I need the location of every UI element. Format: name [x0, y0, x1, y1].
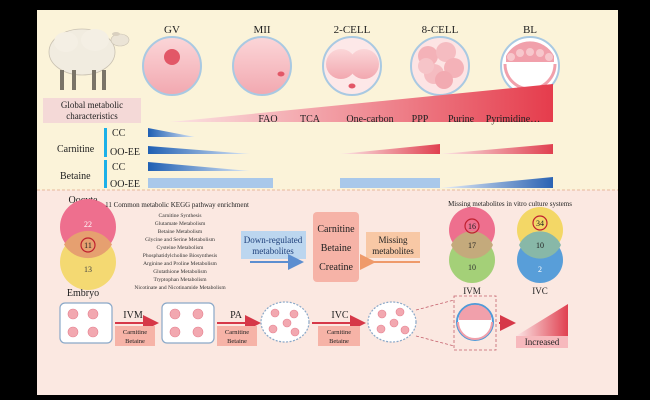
kegg-title: 11 Common metabolic KEGG pathway enrichm… — [105, 201, 249, 209]
process-label-ivm: IVM — [123, 310, 143, 321]
stage-gv: GV — [142, 24, 202, 96]
kegg-item: Glutamate Metabolism — [155, 221, 206, 227]
svg-text:IVC: IVC — [532, 286, 548, 296]
sheep-icon — [48, 28, 130, 90]
global-trend-triangle — [170, 84, 553, 122]
process-label-ivc: IVC — [331, 310, 349, 321]
kegg-item: Cysteine Metabolism — [157, 245, 205, 251]
svg-text:11: 11 — [84, 241, 92, 250]
betaine-ooee-bar-2 — [340, 178, 440, 188]
svg-text:Carnitine: Carnitine — [123, 329, 147, 336]
supplement-box-ivm — [115, 326, 155, 346]
kegg-item: Phosphatidylcholine Biosynthesis — [143, 253, 217, 259]
venn-ivm: 16 17 10 IVM — [449, 207, 495, 296]
svg-text:GV: GV — [164, 24, 180, 36]
kegg-item: Arginine and Proline Metabolism — [143, 261, 217, 267]
carnitine-label: Carnitine — [57, 144, 95, 155]
process-label-pa: PA — [230, 310, 243, 321]
svg-text:Carnitine: Carnitine — [225, 329, 249, 336]
kegg-item: Glutathione Metabolism — [153, 269, 207, 275]
svg-text:Missing: Missing — [378, 235, 408, 245]
stage-bl: BL — [500, 24, 560, 96]
kegg-item: Tryptophan Metabolism — [153, 277, 207, 283]
supplement-box-ivc — [318, 326, 360, 346]
pathway-fao: FAO — [258, 114, 277, 125]
betaine-ooee-bar-1 — [148, 178, 273, 188]
pathway-purine: Purine — [448, 114, 475, 125]
carnitine-cc-trend — [148, 128, 195, 137]
svg-text:Betaine: Betaine — [227, 338, 247, 345]
supplement-box-pa — [217, 326, 257, 346]
carnitine-ooee-label: OO-EE — [110, 147, 140, 158]
svg-text:characteristics: characteristics — [66, 111, 118, 121]
carnitine-ooee-trend-down — [148, 146, 250, 154]
missing-systems-title: Missing metabolites in vitro culture sys… — [448, 200, 572, 208]
stage-8cell: 8-CELL — [410, 24, 470, 96]
svg-text:IVM: IVM — [463, 286, 481, 296]
betaine-label: Betaine — [60, 171, 91, 182]
svg-text:Increased: Increased — [525, 337, 560, 347]
svg-text:Down-regulated: Down-regulated — [244, 235, 303, 245]
stage-2cell: 2-CELL — [322, 24, 382, 96]
culture-dish-1 — [59, 302, 113, 344]
pathway-tca: TCA — [300, 114, 321, 125]
betaine-cc-trend — [148, 162, 250, 171]
increased-indicator: Increased — [516, 304, 568, 348]
svg-text:Carnitine: Carnitine — [327, 329, 351, 336]
global-metabolic-label — [43, 98, 141, 123]
svg-text:13: 13 — [84, 265, 92, 274]
venn-oocyte-embryo: 22 11 13 — [60, 199, 116, 290]
svg-text:2: 2 — [538, 265, 542, 274]
svg-text:22: 22 — [84, 220, 92, 229]
metabolite-betaine: Betaine — [321, 243, 352, 254]
pathway-one-carbon: One-carbon — [346, 114, 393, 125]
svg-text:MII: MII — [253, 24, 270, 36]
carnitine-ooee-trend-up-2 — [440, 144, 553, 154]
kegg-item: Glycine and Serine Metabolism — [145, 237, 216, 243]
pathway-ppp: PPP — [412, 114, 429, 125]
kegg-list: Carnitine Synthesis Glutamate Metabolism… — [134, 213, 226, 291]
pathway-pyrimidine: Pyrimidine… — [486, 114, 540, 125]
svg-text:Betaine: Betaine — [125, 338, 145, 345]
svg-text:metabolites: metabolites — [372, 246, 414, 256]
kegg-item: Betaine Metabolism — [158, 229, 203, 235]
svg-text:17: 17 — [468, 241, 476, 250]
blastocyst-zoom-panel — [453, 295, 497, 351]
svg-text:Global metabolic: Global metabolic — [61, 100, 123, 110]
culture-dish-3 — [260, 301, 310, 343]
svg-text:BL: BL — [523, 24, 537, 36]
svg-text:metabolites: metabolites — [252, 246, 294, 256]
carnitine-cc-label: CC — [112, 128, 126, 139]
carnitine-ooee-trend-up-1 — [340, 144, 440, 154]
metabolites-box — [313, 212, 359, 282]
kegg-item: Nicotinate and Nicotinamide Metabolism — [134, 285, 226, 291]
betaine-ooee-trend-up — [440, 177, 553, 188]
metabolite-carnitine: Carnitine — [317, 224, 355, 235]
betaine-cc-label: CC — [112, 162, 126, 173]
venn-ivc: 34 10 2 IVC — [517, 207, 563, 296]
svg-text:8-CELL: 8-CELL — [422, 24, 459, 36]
missing-box — [366, 232, 420, 258]
kegg-item: Carnitine Synthesis — [159, 213, 202, 219]
culture-dish-4 — [367, 301, 417, 343]
svg-text:10: 10 — [536, 241, 544, 250]
svg-text:10: 10 — [468, 263, 476, 272]
svg-text:Betaine: Betaine — [329, 338, 349, 345]
svg-text:16: 16 — [468, 222, 476, 231]
svg-text:34: 34 — [536, 219, 544, 228]
metabolite-creatine: Creatine — [319, 262, 353, 273]
betaine-ooee-label: OO-EE — [110, 179, 140, 190]
culture-dish-2 — [161, 302, 215, 344]
stage-mii: MII — [232, 24, 292, 96]
svg-text:2-CELL: 2-CELL — [334, 24, 371, 36]
embryo-label: Embryo — [67, 288, 99, 299]
